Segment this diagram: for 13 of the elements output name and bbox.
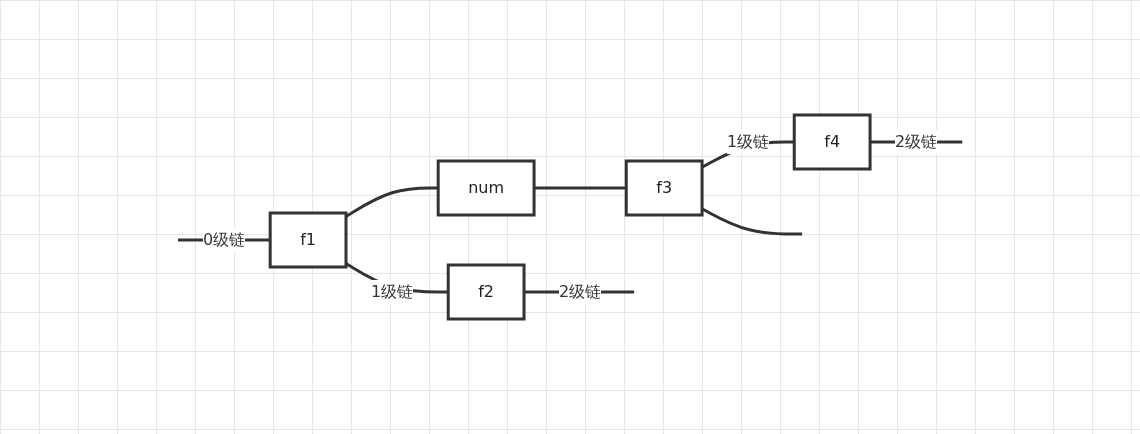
edge-label: 2级链 — [894, 132, 938, 151]
connector — [533, 186, 627, 190]
edge-label: 2级链 — [558, 282, 602, 301]
connector — [701, 207, 803, 236]
node-box: f1 — [268, 211, 348, 269]
edge-label: 1级链 — [370, 282, 414, 301]
edge-label: 0级链 — [202, 230, 246, 249]
node-box: f3 — [624, 159, 704, 217]
edge-label: 1级链 — [726, 132, 770, 151]
node-box: num — [436, 159, 536, 217]
node-box: f2 — [446, 263, 526, 321]
connector — [345, 186, 439, 218]
node-box: f4 — [792, 113, 872, 171]
